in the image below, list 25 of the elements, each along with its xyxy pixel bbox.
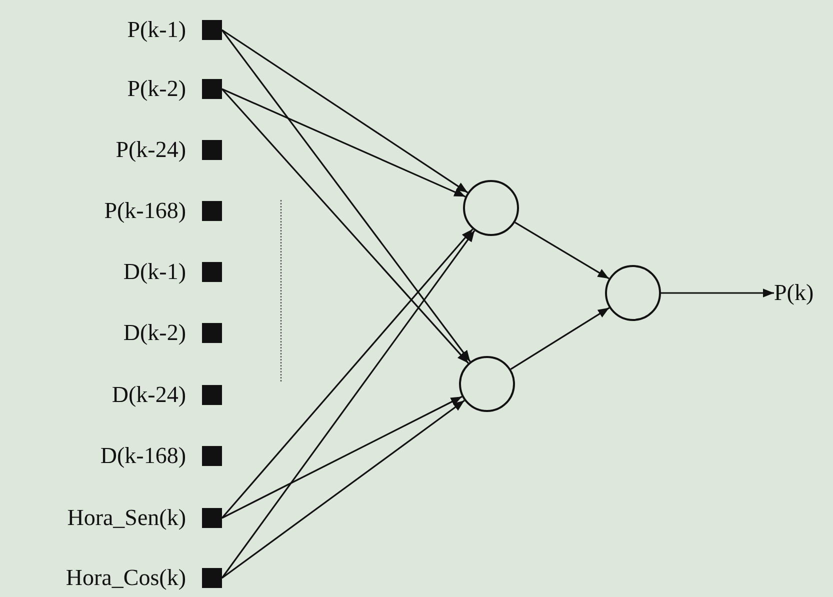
input-label: P(k-24) [116, 137, 186, 163]
arrow [222, 396, 462, 519]
neuron-circle [463, 180, 519, 236]
output-label: P(k) [774, 279, 814, 307]
arrow [514, 222, 610, 280]
arrow [510, 307, 610, 370]
input-label: P(k-2) [127, 76, 186, 102]
input-label: D(k-24) [112, 382, 186, 408]
arrow [661, 288, 774, 298]
neuron-circle [605, 265, 661, 321]
input-label: P(k-168) [104, 198, 186, 224]
input-label: P(k-1) [127, 17, 186, 43]
input-label: D(k-168) [100, 443, 186, 469]
arrow [222, 29, 468, 194]
arrow [222, 400, 465, 579]
neuron-circle [459, 356, 515, 412]
arrow [221, 30, 471, 362]
arrow [221, 228, 474, 519]
arrow [221, 88, 469, 364]
input-label: D(k-2) [123, 320, 186, 346]
input-label: Hora_Cos(k) [66, 565, 186, 591]
input-label: D(k-1) [123, 259, 186, 285]
arrow [222, 88, 466, 198]
arrow [221, 230, 476, 578]
input-label: Hora_Sen(k) [67, 505, 186, 531]
